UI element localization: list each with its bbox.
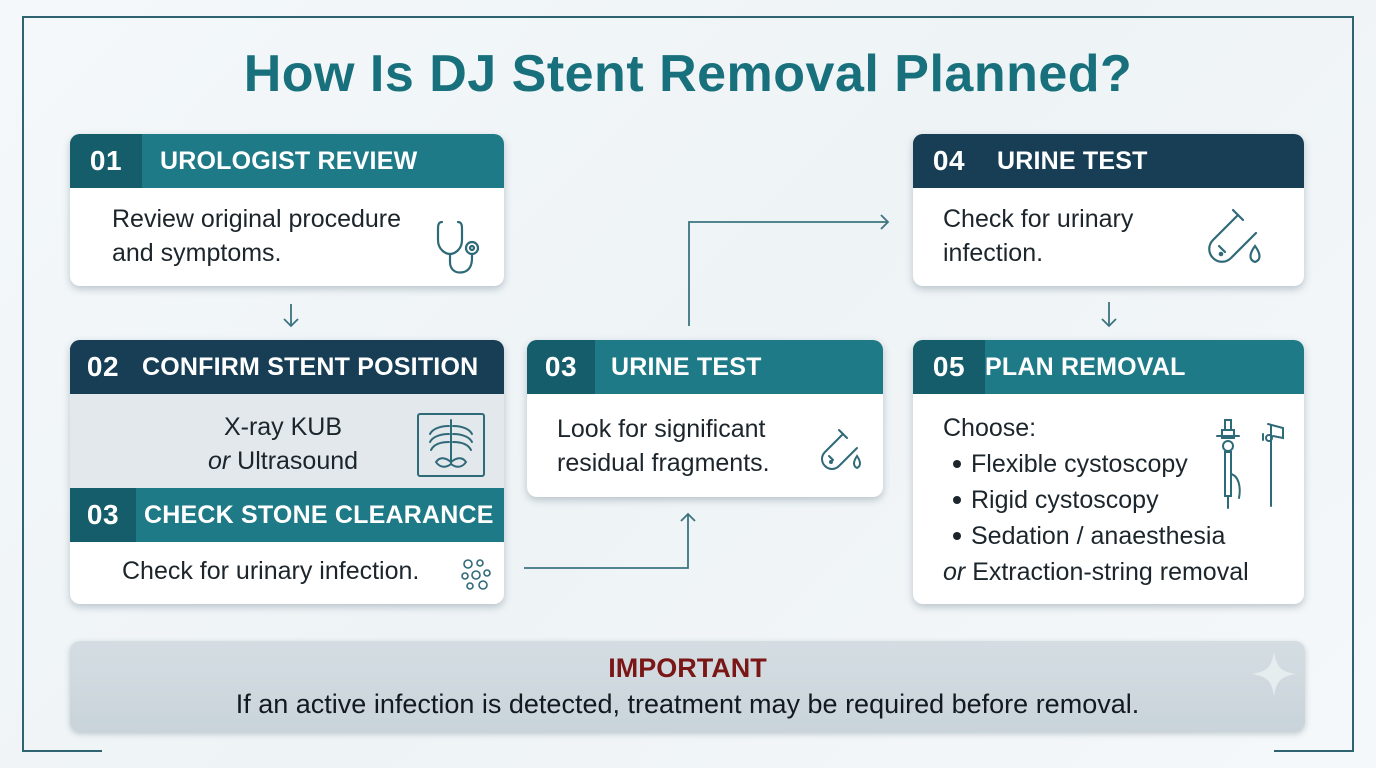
connector-arrow-right — [688, 214, 890, 326]
sparkle-icon — [1251, 651, 1297, 697]
important-message: If an active infection is detected, trea… — [235, 689, 1140, 719]
step-label: URINE TEST — [997, 146, 1148, 175]
stone-fragments-icon — [461, 559, 491, 590]
step-number: 03 — [70, 488, 136, 542]
connector-arrow-up — [524, 512, 696, 569]
step-header: 02 CONFIRM STENT POSITION — [70, 340, 504, 394]
step-label: CHECK STONE CLEARANCE — [144, 500, 494, 529]
frame-bottom-left-line — [22, 750, 102, 752]
step-number: 01 — [70, 134, 142, 188]
step-header: 04 URINE TEST — [913, 134, 1304, 188]
step-label: CONFIRM STENT POSITION — [142, 352, 479, 381]
frame-left-line — [22, 16, 24, 752]
step-card-urine-test-infection: 04 URINE TEST Check for urinary infectio… — [913, 134, 1304, 286]
step-description: Choose: Flexible cystoscopy Rigid cystos… — [941, 414, 1249, 586]
step-card-urologist-review: 01 UROLOGIST REVIEW Review original proc… — [70, 134, 504, 286]
test-tube-icon — [821, 429, 861, 470]
step-label: PLAN REMOVAL — [985, 352, 1186, 381]
step-header: 01 UROLOGIST REVIEW — [70, 134, 504, 188]
step-card-stent-and-clearance: 02 CONFIRM STENT POSITION X-ray KUB or U… — [70, 340, 504, 604]
step-header: 03 URINE TEST — [527, 340, 883, 394]
list-item: Flexible cystoscopy — [941, 446, 1249, 482]
step-number: 05 — [913, 340, 985, 394]
step-card-plan-removal: 05 PLAN REMOVAL Choose: Flexible cystosc… — [913, 340, 1304, 604]
arrow-down-2 — [1101, 302, 1117, 328]
list-item: Sedation / anaesthesia — [941, 518, 1249, 554]
step-label: URINE TEST — [611, 352, 762, 381]
frame-right-line — [1352, 16, 1354, 752]
page-title: How Is DJ Stent Removal Planned? — [243, 45, 1133, 103]
step-number: 04 — [913, 134, 985, 188]
step-description: Check for urinary infection. — [943, 205, 1134, 267]
test-tube-icon — [1208, 208, 1261, 264]
step-description: Look for significant residual fragments. — [557, 415, 770, 477]
step-label: UROLOGIST REVIEW — [160, 146, 418, 175]
frame-top-line — [22, 16, 1354, 18]
list-item: Rigid cystoscopy — [941, 482, 1249, 518]
step-header: 03 CHECK STONE CLEARANCE — [70, 488, 504, 542]
step-description: X-ray KUB or Ultrasound — [207, 413, 359, 475]
removal-options-list: Flexible cystoscopy Rigid cystoscopy Sed… — [941, 446, 1249, 554]
xray-icon — [417, 413, 485, 477]
step-description: Check for urinary infection. — [122, 557, 420, 585]
step-number: 03 — [527, 340, 595, 394]
arrow-down-1 — [283, 304, 299, 328]
important-banner: IMPORTANT If an active infection is dete… — [70, 641, 1305, 732]
important-heading: IMPORTANT — [608, 653, 767, 683]
frame-bottom-right-line — [1274, 750, 1354, 752]
step-header: 05 PLAN REMOVAL — [913, 340, 1304, 394]
step-description: Review original procedure and symptoms. — [112, 205, 402, 267]
step-card-urine-test-fragments: 03 URINE TEST Look for significant resid… — [527, 340, 883, 497]
stethoscope-icon — [436, 220, 480, 274]
step-number: 02 — [70, 340, 136, 394]
cystoscope-icon — [1216, 419, 1284, 509]
